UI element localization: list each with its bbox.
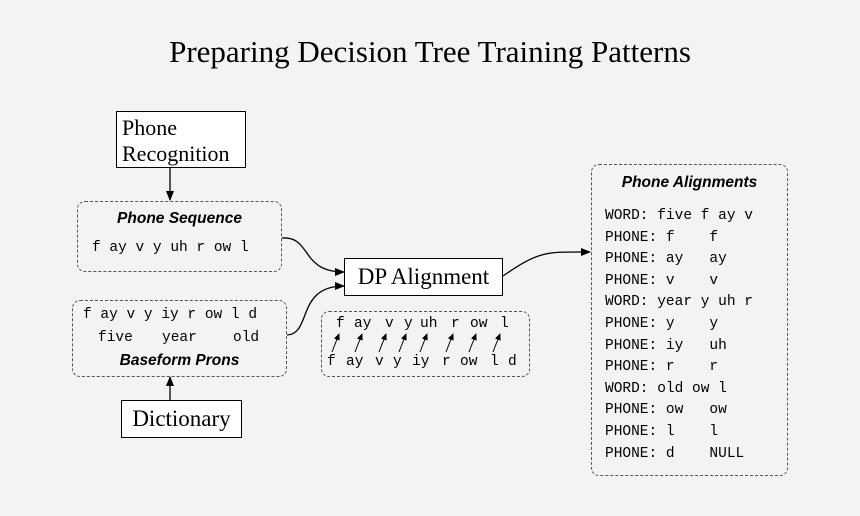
baseform-word-five: five — [98, 330, 133, 346]
align-bottom-phone: ay — [346, 354, 364, 370]
alignment-line: WORD: five f ay v — [605, 208, 753, 224]
alignment-line: PHONE: r r — [605, 359, 719, 376]
alignment-line: PHONE: f f — [605, 229, 719, 246]
alignment-line: WORD: year y uh r — [605, 294, 753, 311]
align-bottom-phone: ow — [460, 354, 478, 370]
dictionary-label: Dictionary — [132, 406, 231, 431]
align-bottom-phone: y — [393, 354, 402, 370]
align-top-phone: l — [500, 316, 509, 332]
baseform-prons-header: Baseform Prons — [119, 352, 240, 369]
align-top-phone: y — [404, 316, 413, 332]
phone-alignments-list: WORD: five f ay v PHONE: f f PHONE: ay a… — [605, 208, 753, 467]
dictionary-box: Dictionary — [121, 400, 242, 438]
dp-alignment-label: DP Alignment — [357, 264, 490, 289]
alignment-line: PHONE: l l — [605, 423, 719, 440]
alignment-arrows — [331, 333, 501, 353]
phone-sequence-box: Phone Sequence f ay v y uh r ow l — [77, 201, 282, 272]
phone-sequence-text: f ay v y uh r ow l — [92, 240, 249, 256]
alignment-line: PHONE: iy uh — [605, 337, 727, 354]
phone-sequence-header: Phone Sequence — [117, 210, 242, 227]
align-bottom-phone: iy — [412, 354, 430, 370]
align-top-phone: ay — [354, 316, 372, 332]
arrow-dp-to-alignments — [502, 247, 591, 277]
diagram-title: Preparing Decision Tree Training Pattern… — [169, 34, 691, 69]
phone-recognition-line1: Phone — [122, 115, 177, 140]
alignment-line: PHONE: v v — [605, 272, 719, 289]
alignment-line: WORD: old ow l — [605, 380, 727, 397]
alignment-line: PHONE: ow ow — [605, 402, 727, 419]
align-bottom-phone: f — [327, 354, 336, 370]
align-top-phone: uh — [420, 316, 438, 332]
arrow-baseform-to-dp — [286, 282, 345, 336]
alignment-line: PHONE: ay ay — [605, 251, 727, 268]
phone-alignments-box: Phone Alignments WORD: five f ay v PHONE… — [591, 164, 788, 476]
phone-alignments-header: Phone Alignments — [621, 174, 758, 191]
align-bottom-phone: l — [490, 354, 499, 370]
alignment-example-box: f ay v y uh r ow l f ay v y iy r ow l d — [321, 311, 530, 377]
align-bottom-phone: v — [375, 354, 384, 370]
baseform-word-old: old — [233, 330, 260, 346]
align-bottom-phone: r — [442, 354, 451, 370]
alignment-line: PHONE: d NULL — [605, 445, 745, 462]
phone-recognition-line2: Recognition — [122, 141, 230, 166]
align-bottom-phone: d — [508, 354, 517, 370]
align-top-phone: r — [451, 316, 460, 332]
baseform-phones: f ay v y iy r ow l d — [83, 307, 258, 323]
align-top-phone: ow — [470, 316, 488, 332]
dp-alignment-box: DP Alignment — [344, 258, 503, 296]
baseform-word-year: year — [162, 330, 197, 346]
align-top-phone: f — [336, 316, 345, 332]
phone-recognition-box: Phone Recognition — [116, 111, 246, 168]
baseform-prons-box: f ay v y iy r ow l d five year old Basef… — [72, 300, 287, 377]
align-top-phone: v — [385, 316, 394, 332]
arrow-sequence-to-dp — [281, 237, 345, 276]
alignment-line: PHONE: y y — [605, 315, 719, 332]
